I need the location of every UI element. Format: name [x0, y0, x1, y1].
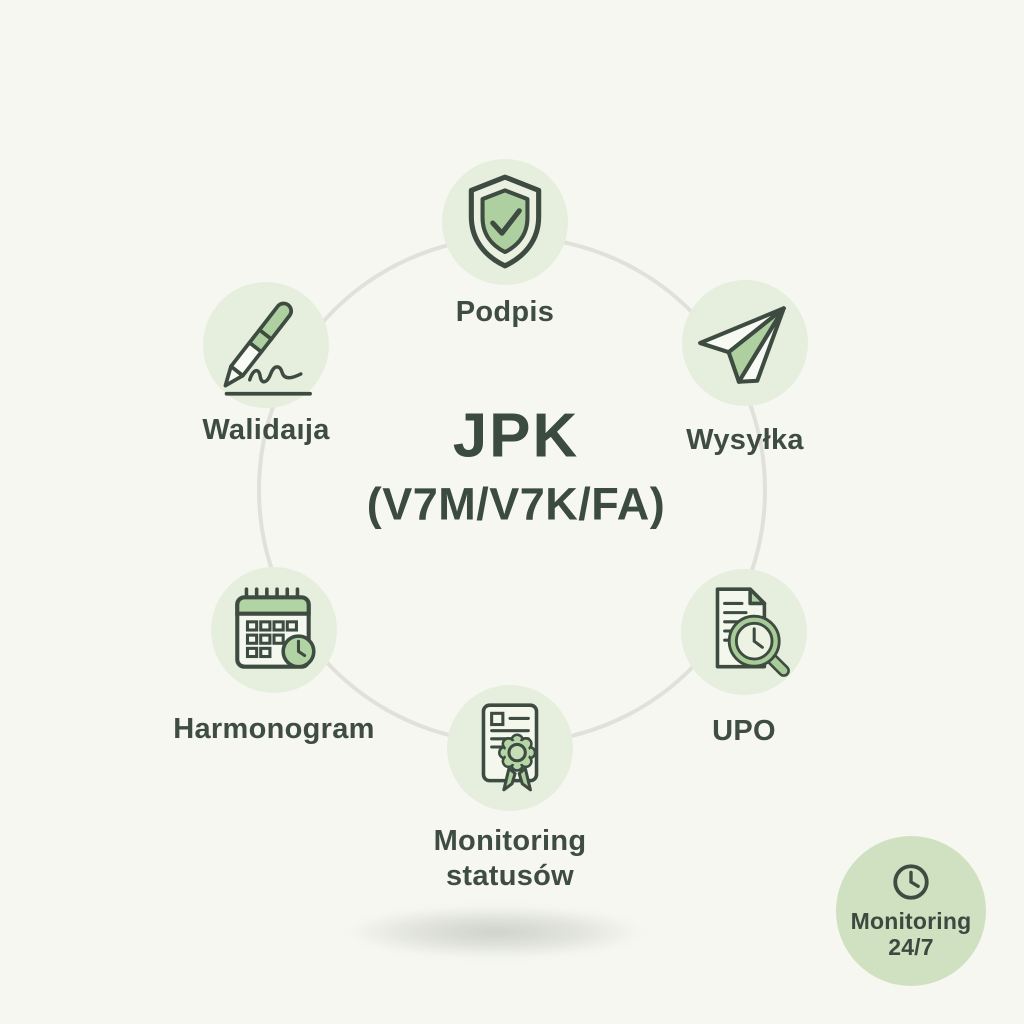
clock-icon: [893, 864, 929, 900]
badge-monitoring-24-7: Monitoring 24/7: [836, 836, 986, 986]
ground-shadow: [350, 907, 640, 957]
shield-check-icon: [468, 174, 542, 269]
calendar-clock-icon: [235, 587, 316, 669]
node-label-podpis: Podpis: [455, 296, 555, 328]
node-label-wysylka: Wysyłka: [686, 424, 804, 456]
document-magnifier-icon: [715, 587, 790, 677]
node-circle: [211, 567, 337, 693]
node-circle: [203, 282, 329, 408]
paper-plane-icon: [698, 306, 786, 384]
node-label-upo: UPO: [712, 715, 776, 747]
page-title: JPK: [452, 401, 580, 471]
node-label-harmonogram: Harmonogram: [173, 713, 375, 745]
node-label-walidacja: Walidaıja: [202, 414, 330, 446]
node-circle: [447, 685, 573, 811]
node-circle: [682, 280, 808, 406]
node-circle: [681, 569, 807, 695]
certificate-ribbon-icon: [481, 703, 539, 792]
page-subtitle: (V7M/V7K/FA): [366, 478, 666, 530]
node-label-monitoring-statusow: Monitoring statusów: [433, 825, 587, 892]
pen-signature-icon: [223, 301, 312, 396]
center-title-block: JPK (V7M/V7K/FA): [366, 401, 666, 530]
badge-label: Monitoring 24/7: [850, 908, 972, 960]
node-circle: [442, 159, 568, 285]
